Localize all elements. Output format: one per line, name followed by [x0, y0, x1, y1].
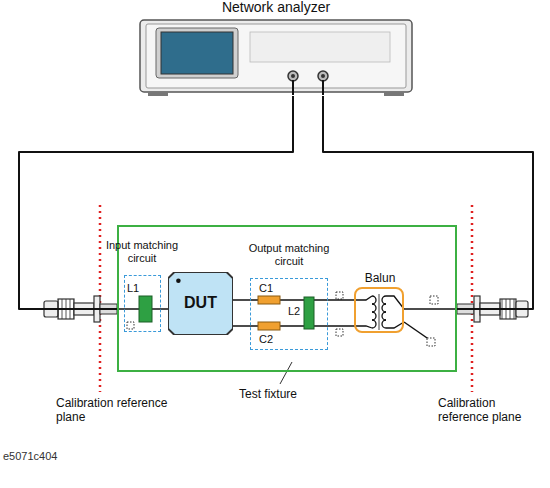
instrument-box: Network analyzer [140, 18, 412, 96]
art-line [292, 80, 294, 95]
art-circle [318, 71, 328, 81]
text-slot: Network analyzer [140, 0, 412, 15]
balun-coil [354, 294, 404, 330]
balun-box: Balun [354, 287, 404, 333]
node-label: Network analyzer [140, 0, 412, 15]
coil-core [379, 294, 380, 330]
art-rect [336, 329, 343, 336]
art-line [152, 308, 161, 310]
figure-id: e5071c404 [3, 450, 83, 463]
coil-winding [382, 296, 386, 304]
coil-winding [382, 320, 386, 328]
art-line [328, 325, 354, 327]
label-slot: L2 [288, 305, 304, 318]
art-line [124, 308, 139, 310]
coil-winding [372, 304, 376, 312]
coil-winding [372, 320, 376, 328]
pcb-trace [161, 308, 168, 310]
pcb-trace [233, 299, 250, 301]
text-slot: Input matching circuit [97, 239, 187, 264]
art-line [250, 325, 258, 327]
node-label: Balun [346, 272, 414, 286]
art-rect [161, 32, 233, 74]
label-slot: Calibration reference plane [438, 397, 544, 425]
label-slot: C1 [259, 282, 279, 295]
pcb-trace [328, 299, 354, 301]
label-slot: C2 [259, 333, 279, 346]
label-slot: e5071c404 [3, 450, 83, 463]
node-label: Input matching circuit [97, 239, 187, 264]
node-label: Test fixture [239, 388, 349, 402]
part-label: C1 [259, 282, 279, 295]
inductor-l1 [139, 296, 152, 322]
pin1-dot [176, 279, 181, 283]
analyzer-body [140, 20, 412, 96]
coil-winding [372, 296, 376, 304]
coil-winding [382, 312, 386, 320]
art-circle [321, 74, 325, 78]
art-line [250, 299, 258, 301]
plane-label: Calibration reference plane [438, 397, 544, 425]
art-line [404, 322, 430, 340]
part-label: L1 [127, 282, 147, 295]
art-rect [336, 292, 343, 299]
dut-body [168, 272, 233, 335]
plane-label: Calibration reference plane [56, 397, 168, 425]
label-slot: L1 [127, 282, 147, 295]
inductor-l2 [304, 297, 314, 329]
node-label: Output matching circuit [245, 242, 333, 267]
text-slot: Test fixture [239, 388, 349, 402]
art-line [233, 325, 250, 327]
text-slot: DUT [168, 272, 233, 335]
capacitor-c1 [258, 296, 280, 304]
coil-winding [372, 312, 376, 320]
capacitor-c2 [258, 322, 280, 330]
art-rect [146, 24, 406, 88]
coil-lead [354, 296, 372, 328]
art-rect [427, 338, 435, 346]
art-circle [291, 74, 295, 78]
art-line [322, 80, 324, 95]
dut-package: DUT [168, 272, 233, 335]
coil-lead [386, 296, 404, 328]
reference-plane-line [471, 205, 474, 392]
art-rect [148, 92, 168, 96]
art-rect [140, 20, 412, 92]
art-rect [384, 92, 404, 96]
label-slot: Calibration reference plane [56, 397, 168, 425]
text-slot: Balun [346, 272, 414, 286]
text-slot: Output matching circuit [245, 242, 333, 267]
leader-line [280, 362, 292, 384]
art-rect [430, 296, 438, 304]
art-rect [250, 32, 390, 62]
art-line [404, 308, 457, 310]
coax-cable [323, 96, 533, 309]
part-label: C2 [259, 333, 279, 346]
art-circle [288, 71, 298, 81]
part-label: L2 [288, 305, 304, 318]
coil-winding [382, 304, 386, 312]
node-title: DUT [184, 294, 217, 312]
art-rect [156, 28, 238, 78]
test-fixture: Test fixtureInput matching circuitDUTOut… [117, 225, 457, 372]
art-rect [127, 322, 134, 329]
